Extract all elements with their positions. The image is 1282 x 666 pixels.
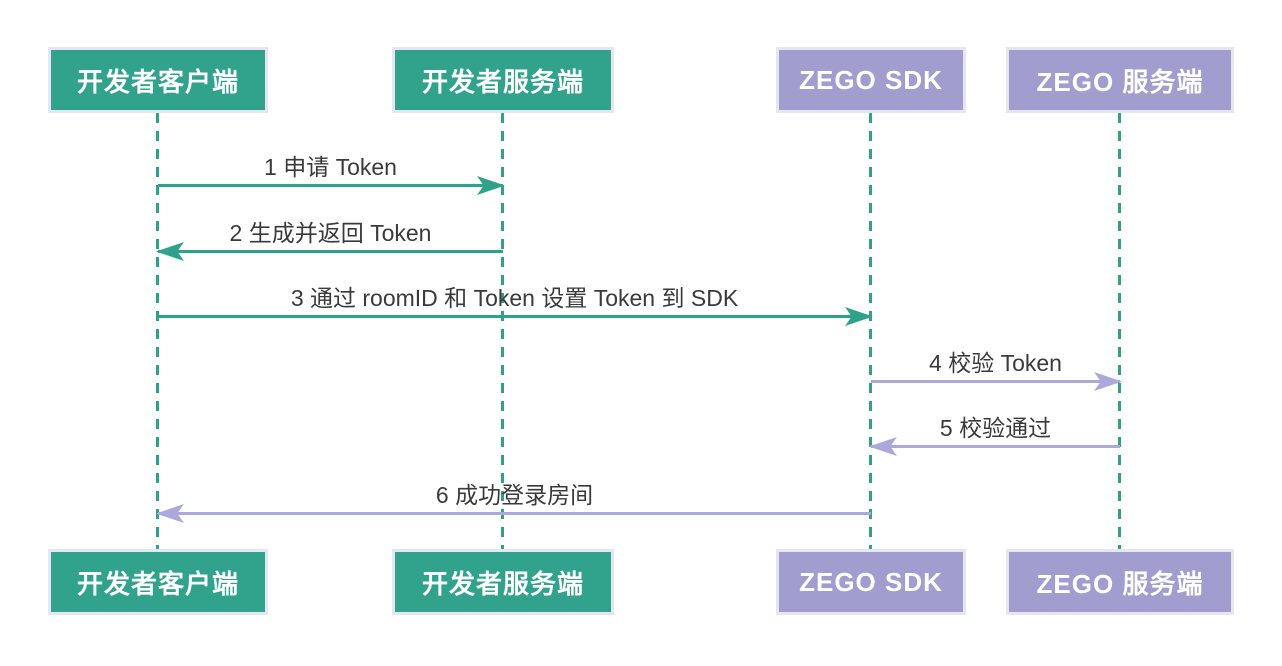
message-6-label: 6 成功登录房间 [435, 482, 594, 508]
actor-box-dev-client-bottom: 开发者客户端 [48, 549, 268, 615]
message-2-label: 2 生成并返回 Token [229, 220, 432, 246]
message-4-arrow-line [871, 372, 1122, 391]
message-3-label: 3 通过 roomID 和 Token 设置 Token 到 SDK [290, 285, 739, 311]
lifeline-dev-server [501, 113, 504, 550]
message-1-label: 1 申请 Token [264, 154, 397, 180]
message-6-arrow-line [156, 504, 871, 523]
message-2-return-token: 2 生成并返回 Token [156, 219, 503, 261]
message-4-label: 4 校验 Token [929, 350, 1062, 376]
message-1-arrow-line [158, 176, 505, 195]
actor-box-zego-sdk-bottom: ZEGO SDK [776, 549, 966, 615]
message-3-set-token-to-sdk: 3 通过 roomID 和 Token 设置 Token 到 SDK [158, 284, 873, 326]
message-5-label: 5 校验通过 [939, 415, 1052, 441]
message-2-arrow-line [156, 242, 503, 261]
message-5-arrow-line [869, 437, 1120, 456]
actor-box-dev-client-top: 开发者客户端 [48, 47, 268, 113]
actor-box-dev-server-bottom: 开发者服务端 [392, 549, 614, 615]
message-5-verify-passed: 5 校验通过 [869, 414, 1120, 456]
actor-box-zego-server-bottom: ZEGO 服务端 [1006, 549, 1234, 615]
actor-box-zego-server-top: ZEGO 服务端 [1006, 47, 1234, 113]
message-3-arrow-line [158, 307, 873, 326]
lifeline-zego-sdk [869, 113, 872, 550]
message-6-login-room-success: 6 成功登录房间 [156, 481, 871, 523]
actor-box-dev-server-top: 开发者服务端 [392, 47, 614, 113]
actor-box-zego-sdk-top: ZEGO SDK [776, 47, 966, 113]
lifeline-dev-client [156, 113, 159, 550]
message-4-verify-token: 4 校验 Token [871, 349, 1122, 391]
lifeline-zego-server [1118, 113, 1121, 550]
message-1-request-token: 1 申请 Token [158, 153, 505, 195]
